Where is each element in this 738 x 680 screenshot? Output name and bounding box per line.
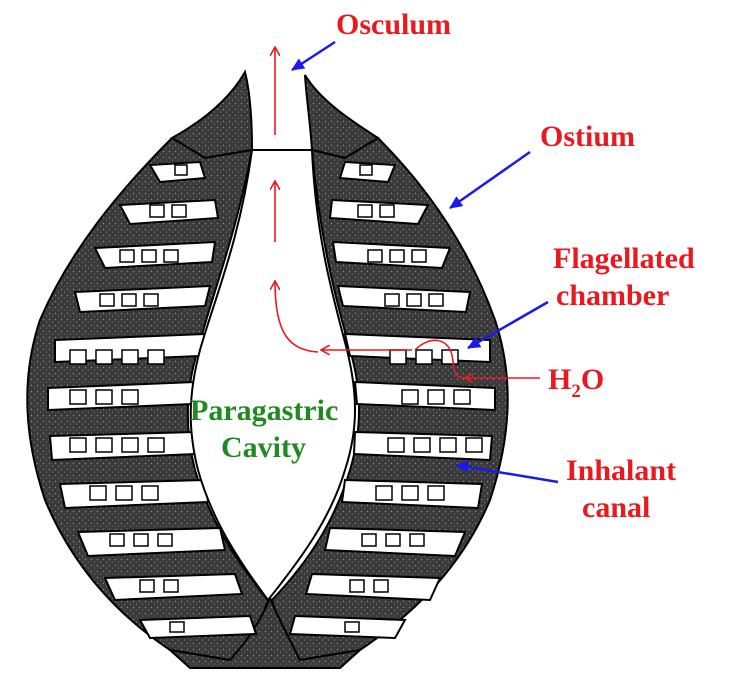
flagellated-chamber-label-line1: Flagellated <box>553 242 695 275</box>
water-label: H2O <box>548 363 604 402</box>
ostium-label: Ostium <box>540 120 635 153</box>
ostium-pointer <box>450 152 530 208</box>
inhalant-canal-label-line1: Inhalant <box>566 454 676 487</box>
sponge-body <box>27 72 507 668</box>
paragastric-cavity-label-line2: Cavity <box>221 431 306 464</box>
inhalant-canal-label-line2: canal <box>582 491 650 524</box>
water-label-o: O <box>581 363 604 396</box>
paragastric-cavity-label-line1: Paragastric <box>190 394 338 427</box>
osculum-pointer <box>292 42 335 70</box>
osculum-label: Osculum <box>336 8 451 41</box>
water-label-sub: 2 <box>571 381 581 402</box>
water-label-h: H <box>548 363 571 396</box>
flagellated-chamber-label-line2: chamber <box>556 279 669 312</box>
